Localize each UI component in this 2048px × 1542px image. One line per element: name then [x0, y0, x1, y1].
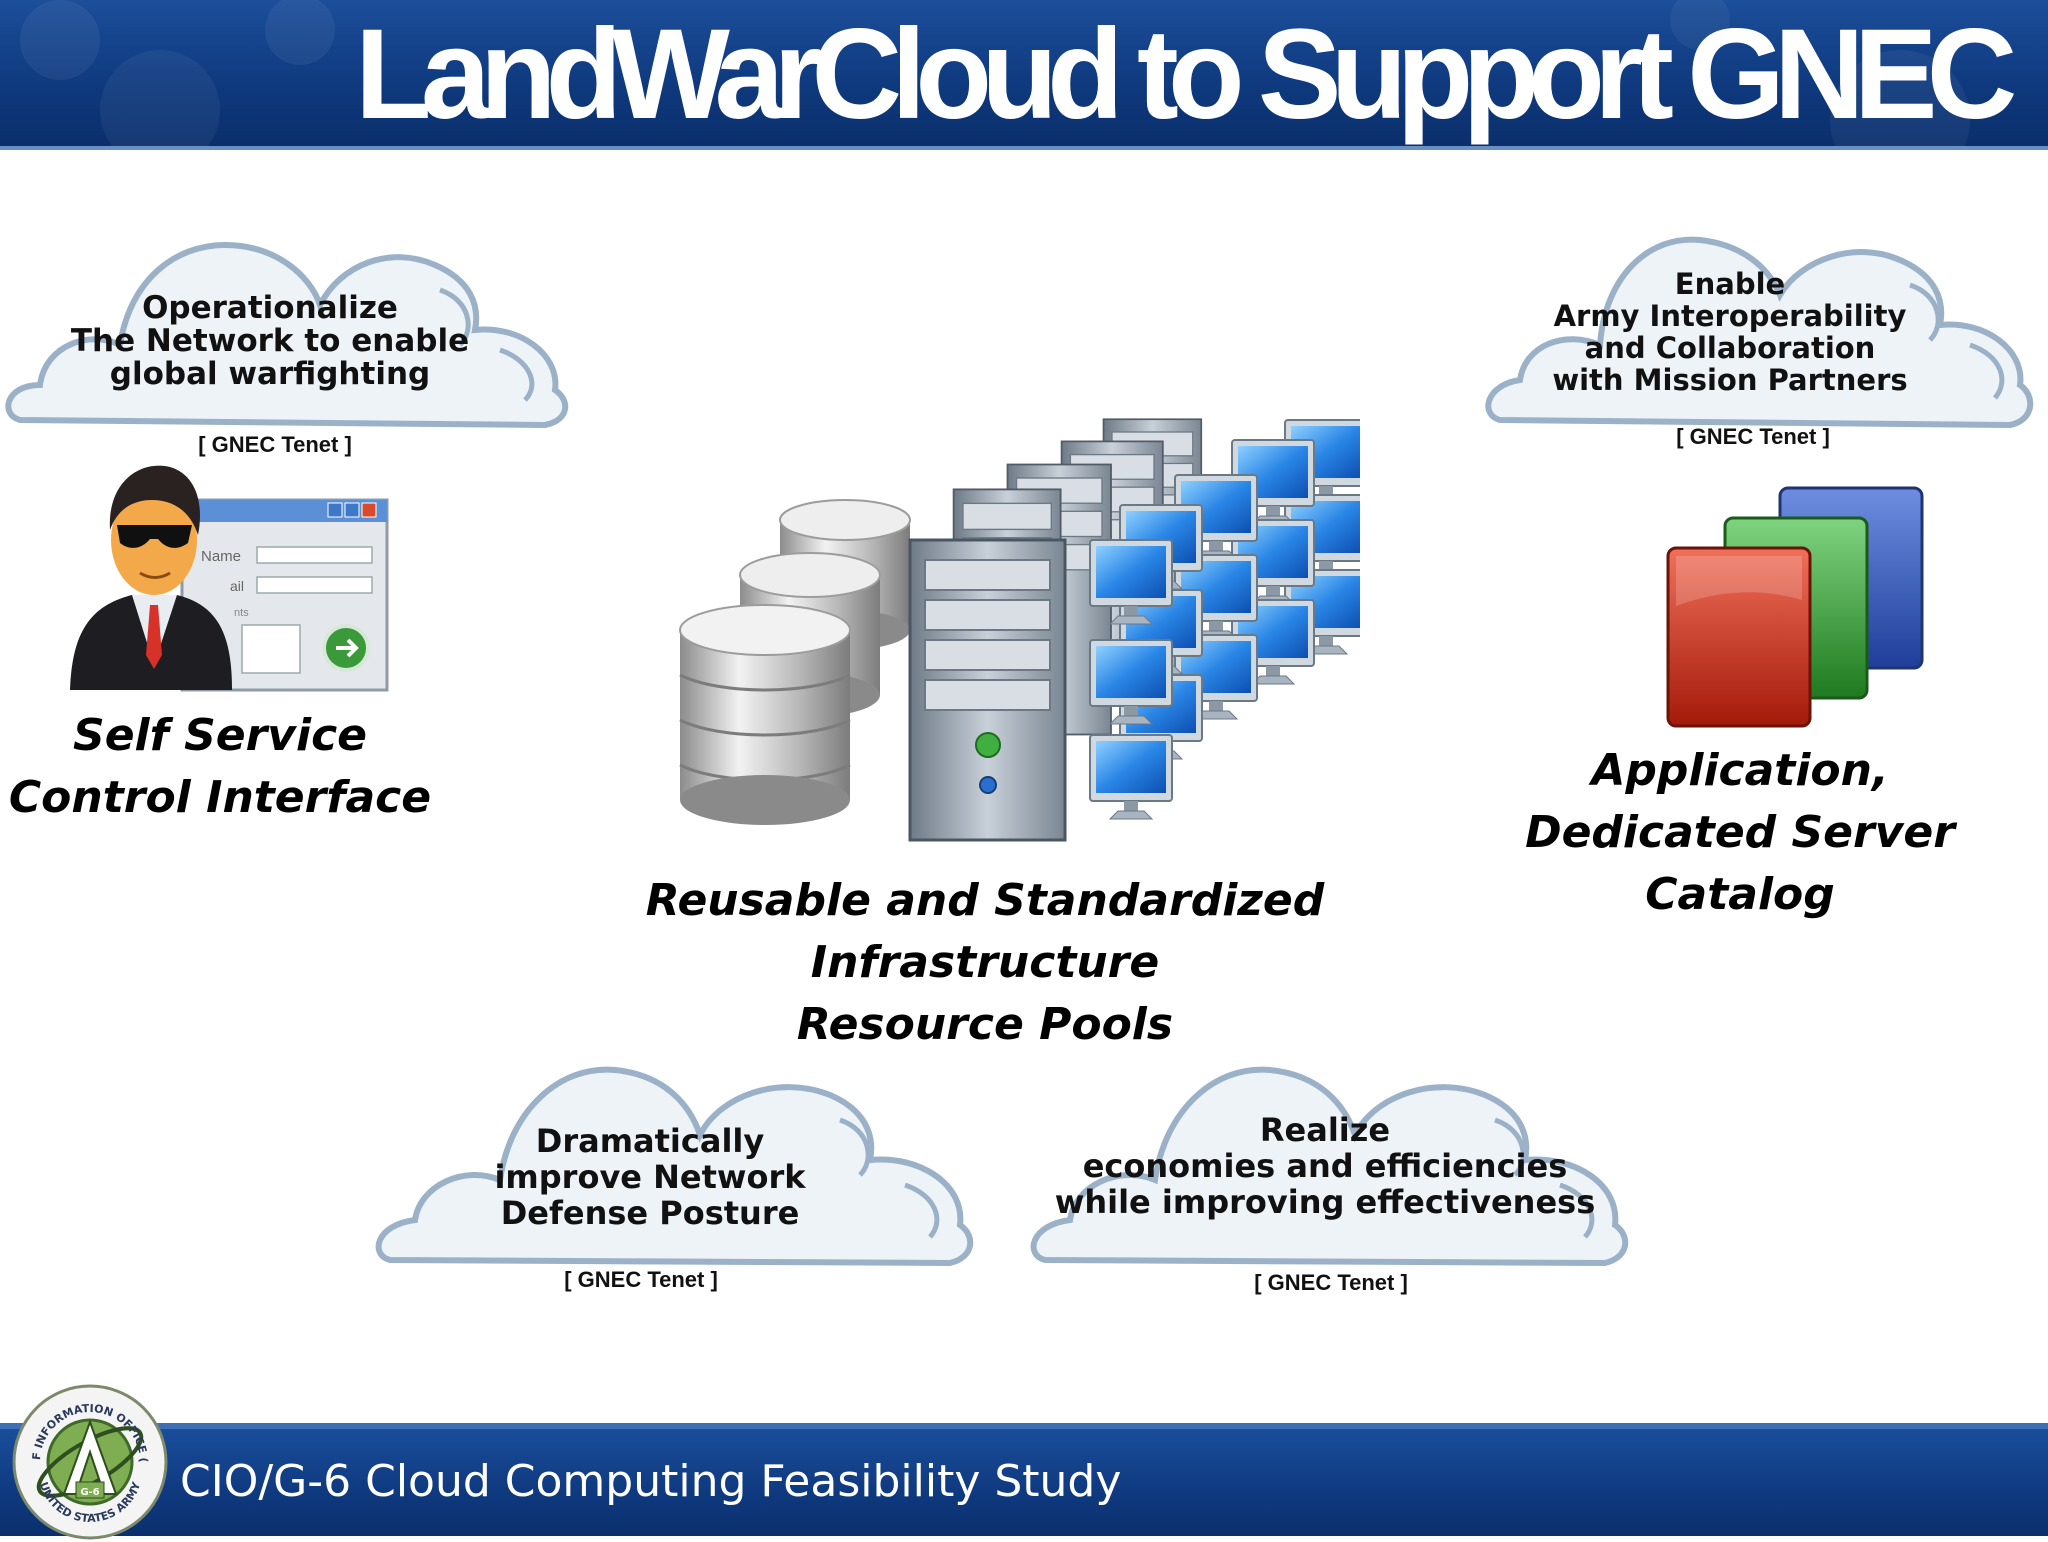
form-label-name: Name — [201, 548, 241, 565]
gnec-tenet-tag: [ GNEC Tenet ] — [198, 432, 352, 457]
cloud-line: Army Interoperability — [1553, 299, 1907, 333]
cloud-line: The Network to enable — [70, 323, 470, 359]
self-service-illustration: Name ail nts — [62, 455, 392, 695]
cloud-line: Realize — [1259, 1111, 1391, 1149]
caption-line: Infrastructure — [810, 937, 1160, 988]
cloud-line: global warfighting — [109, 356, 431, 392]
cloud-tenet-defense: Dramatically improve Network Defense Pos… — [370, 1045, 990, 1270]
cloud-line: Dramatically — [535, 1122, 765, 1160]
footer-title: CIO/G-6 Cloud Computing Feasibility Stud… — [180, 1456, 1122, 1507]
catalog-illustration — [1660, 480, 1930, 730]
gnec-tenet-tag: [ GNEC Tenet ] — [1254, 1270, 1408, 1295]
cloud-line: improve Network — [494, 1158, 806, 1196]
footer-bar — [0, 1423, 2048, 1536]
gnec-tenet-tag: [ GNEC Tenet ] — [564, 1267, 718, 1292]
footer-stripe — [0, 1423, 2048, 1429]
server-tower-icon — [908, 538, 1067, 842]
cloud-icon — [1030, 1066, 1629, 1267]
form-label-comments: nts — [234, 607, 249, 619]
cloud-line: while improving effectiveness — [1054, 1183, 1596, 1221]
seal-center-text: G-6 — [80, 1487, 99, 1498]
database-stack-icon — [679, 499, 911, 825]
catalog-cards-icon — [1666, 486, 1924, 728]
caption-infrastructure: Reusable and Standardized Infrastructure… — [640, 870, 1330, 1056]
cloud-line: with Mission Partners — [1552, 363, 1908, 397]
caption-line: Application, — [1591, 745, 1889, 796]
header-bar — [0, 0, 2048, 150]
cloud-line: Defense Posture — [500, 1194, 800, 1232]
cloud-icon — [5, 241, 569, 429]
agent-person-icon — [70, 465, 232, 690]
cloud-tenet-operationalize: Operationalize The Network to enable glo… — [0, 220, 580, 435]
cloud-tenet-interoperability: Enable Army Interoperability and Collabo… — [1480, 220, 2045, 430]
slide-title: LandWarCloud to Support GNEC — [355, 3, 2017, 146]
caption-line: Self Service — [73, 710, 367, 761]
cloud-line: Enable — [1674, 267, 1786, 301]
caption-line: Catalog — [1645, 869, 1835, 920]
caption-line: Resource Pools — [796, 999, 1174, 1050]
cloud-line: and Collaboration — [1584, 331, 1876, 365]
form-label-email: ail — [230, 578, 244, 594]
header-stripe — [0, 146, 2048, 150]
form-window-icon: Name ail nts — [180, 498, 389, 692]
cloud-line: economies and efficiencies — [1082, 1147, 1568, 1185]
gnec-tenet-tag: [ GNEC Tenet ] — [1676, 424, 1830, 449]
caption-catalog: Application, Dedicated Server Catalog — [1510, 740, 1970, 926]
infrastructure-illustration — [670, 415, 1368, 850]
cloud-line: Operationalize — [142, 290, 398, 326]
caption-self-service: Self Service Control Interface — [0, 705, 440, 829]
caption-line: Control Interface — [8, 772, 432, 823]
cloud-tenet-economies: Realize economies and efficiencies while… — [1025, 1045, 1645, 1270]
cloud-icon — [375, 1066, 974, 1267]
caption-line: Reusable and Standardized — [645, 875, 1325, 926]
cloud-icon — [1485, 236, 2034, 429]
header-bubble-decoration — [20, 0, 1970, 150]
caption-line: Dedicated Server — [1525, 807, 1955, 858]
cio-seal-logo: G-6 CHIEF INFORMATION OFFICE (CIO) UNITE… — [10, 1382, 168, 1540]
